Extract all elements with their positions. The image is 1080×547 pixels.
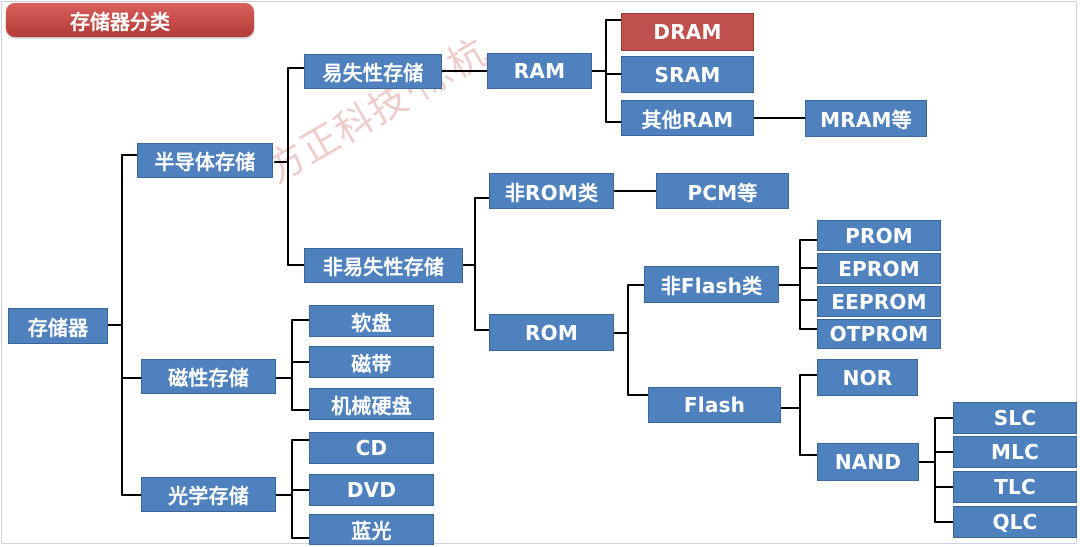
node-nonvolatile: 非易失性存储	[304, 248, 463, 283]
node-non-flash: 非Flash类	[644, 266, 779, 303]
node-eeprom: EEPROM	[817, 286, 941, 317]
node-rom: ROM	[489, 314, 614, 351]
node-tlc: TLC	[953, 471, 1077, 503]
node-magnetic: 磁性存储	[141, 359, 276, 394]
page-title: 存储器分类	[70, 9, 170, 34]
node-mram: MRAM等	[805, 100, 927, 137]
node-other-ram: 其他RAM	[621, 100, 754, 136]
node-eprom: EPROM	[817, 253, 941, 284]
node-otprom: OTPROM	[817, 319, 941, 349]
node-flash: Flash	[648, 387, 781, 423]
node-cd: CD	[309, 432, 434, 464]
node-ram: RAM	[487, 53, 592, 89]
node-volatile: 易失性存储	[304, 54, 442, 89]
node-non-rom: 非ROM类	[489, 173, 614, 209]
node-sram: SRAM	[621, 56, 754, 93]
node-semiconductor: 半导体存储	[137, 143, 273, 178]
node-nand: NAND	[817, 443, 919, 481]
node-dram: DRAM	[621, 13, 754, 51]
node-qlc: QLC	[953, 506, 1077, 538]
node-bluray: 蓝光	[309, 514, 434, 545]
node-root: 存储器	[8, 308, 108, 344]
node-pcm: PCM等	[656, 173, 789, 209]
node-optical: 光学存储	[141, 477, 276, 512]
node-hdd: 机械硬盘	[309, 388, 434, 420]
node-dvd: DVD	[309, 474, 434, 506]
node-tape: 磁带	[309, 346, 434, 378]
node-nor: NOR	[817, 359, 918, 396]
node-slc: SLC	[953, 402, 1077, 434]
node-floppy: 软盘	[309, 305, 434, 337]
node-mlc: MLC	[953, 436, 1077, 468]
node-prom: PROM	[817, 220, 941, 251]
title-tab: 存储器分类	[6, 3, 254, 37]
